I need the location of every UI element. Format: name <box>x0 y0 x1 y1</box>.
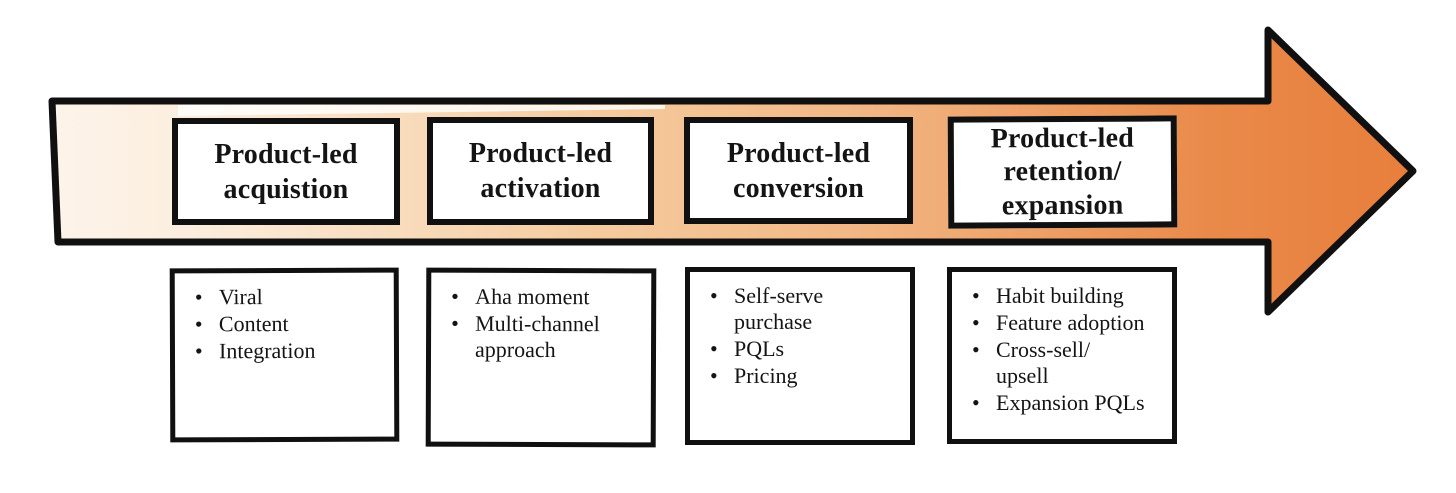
stage-items-list: Habit building Feature adoption Cross-se… <box>952 272 1172 416</box>
stage-title-activation: Product-led activation <box>468 138 613 204</box>
stage-items-list: Self-serve purchase PQLs Pricing <box>690 272 910 389</box>
stage-items-list: Aha moment Multi-channel approach <box>431 273 651 364</box>
stage-items-box-retention-expansion: Habit building Feature adoption Cross-se… <box>947 267 1177 444</box>
stage-item: Content <box>193 311 388 338</box>
stage-item: Habit building <box>970 283 1166 309</box>
stage-item: Cross-sell/ upsell <box>970 337 1166 389</box>
stage-item: Integration <box>193 338 388 365</box>
stage-items-list: Viral Content Integration <box>175 273 394 365</box>
stage-item: Expansion PQLs <box>970 390 1166 416</box>
stage-title-box-conversion: Product-led conversion <box>684 117 913 224</box>
stage-item: Pricing <box>708 363 904 389</box>
stage-item: Aha moment <box>449 284 645 311</box>
stage-title-acquisition: Product-led acquistion <box>214 138 358 205</box>
stage-items-box-acquisition: Viral Content Integration <box>169 267 400 443</box>
stage-title-box-acquisition: Product-led acquistion <box>172 118 400 225</box>
stage-item: Viral <box>193 284 388 311</box>
stage-item: Self-serve purchase <box>708 283 904 335</box>
stage-title-box-retention-expansion: Product-led retention/ expansion <box>947 115 1178 229</box>
stage-items-box-conversion: Self-serve purchase PQLs Pricing <box>685 267 915 445</box>
stage-item: PQLs <box>708 336 904 362</box>
stage-item: Feature adoption <box>970 310 1166 336</box>
stage-items-box-activation: Aha moment Multi-channel approach <box>425 267 657 448</box>
arrow-highlight <box>178 105 665 116</box>
stage-item: Multi-channel approach <box>449 311 645 364</box>
stage-title-retention-expansion: Product-led retention/ expansion <box>990 123 1135 221</box>
stage-title-conversion: Product-led conversion <box>726 137 871 204</box>
stage-title-box-activation: Product-led activation <box>427 117 654 225</box>
